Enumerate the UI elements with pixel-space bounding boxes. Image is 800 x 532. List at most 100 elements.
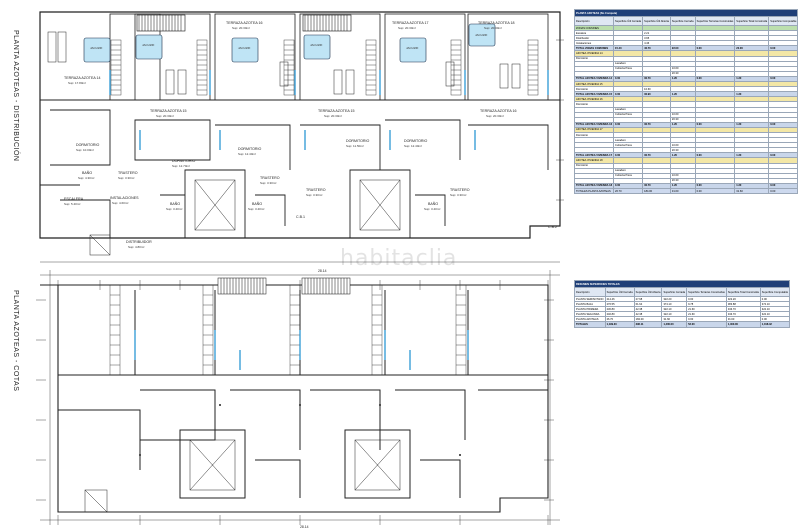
room-dormitorio-b: DORMITORIO xyxy=(172,159,195,163)
table-cell: 53.00 xyxy=(686,321,727,328)
room-terraza-17-area: Sup: 20.30m² xyxy=(398,26,416,30)
table-row: AZOTEA VIVIENDA 15 xyxy=(573,81,799,88)
room-dormitorio-c: DORMITORIO xyxy=(238,147,261,151)
room-labels: TERRAZA AZOTEA 14 Sup: 17.80m² TERRAZA A… xyxy=(64,21,557,249)
header-cell: Superficie Útil Abierta xyxy=(642,16,671,26)
label-cb1: C.B.1 xyxy=(296,215,305,219)
room-dormitorio-a-area: Sup: 10.00m² xyxy=(76,148,94,152)
bottom-plan xyxy=(36,270,560,525)
header-cell: Superficie Computable xyxy=(759,287,791,297)
table-header-row: Descripción Superficie Útil Cerrada Supe… xyxy=(573,16,799,26)
room-dormitorio-d: DORMITORIO xyxy=(346,139,369,143)
table-cell: 1,199.30 xyxy=(604,321,635,328)
header-cell: Superficie Computable xyxy=(768,16,799,26)
room-trastero-d: TRASTERO xyxy=(450,188,470,192)
table-cell: 184.00 xyxy=(642,187,671,195)
room-dormitorio-e-area: Sup: 12.40m² xyxy=(404,144,422,148)
room-terraza-15-area: Sup: 20.30m² xyxy=(156,114,174,118)
room-bano-b: BAÑO xyxy=(170,201,180,206)
table-cell: 31.60 xyxy=(669,187,696,195)
room-trastero-b-area: Sup: 3.30m² xyxy=(260,181,276,185)
room-instalaciones-area: Sup: 4.60m² xyxy=(112,201,128,205)
room-dormitorio-e: DORMITORIO xyxy=(404,139,427,143)
room-bano-a-area: Sup: 4.30m² xyxy=(78,176,94,180)
header-cell: Superficie Terrazas Construidas xyxy=(686,287,727,297)
room-trastero-b: TRASTERO xyxy=(260,176,280,180)
room-terraza-17: TERRAZA AZOTEA 17 xyxy=(392,21,429,25)
bottom-plan-total-dimension: 28.14 xyxy=(318,269,327,273)
header-cell: Superficie Cerrada xyxy=(661,287,688,297)
room-trastero-c-area: Sup: 3.30m² xyxy=(306,193,322,197)
room-bano-c: BAÑO xyxy=(252,201,262,206)
room-bano-d: BAÑO xyxy=(428,201,438,206)
header-cell: Superficie Total Construida xyxy=(734,16,770,26)
table-cell: 1,400.00 xyxy=(661,321,688,328)
table-cell: 0.00 xyxy=(694,187,736,195)
room-instalaciones: INSTALACIONES xyxy=(110,196,139,200)
surface-table-azoteas: PLANTA AZOTEAS (No Computa) Descripción … xyxy=(573,9,799,195)
room-terraza-14-area: Sup: 17.80m² xyxy=(68,81,86,85)
room-dormitorio-c-area: Sup: 12.40m² xyxy=(238,152,256,156)
top-plan xyxy=(39,11,564,263)
bottom-plan-base-dimension: 28.14 xyxy=(300,525,309,529)
table-row: Dormitorio xyxy=(573,162,799,169)
table-cell: 396.11 xyxy=(633,321,663,328)
room-terraza-16b-area: Sup: 20.30m² xyxy=(486,114,504,118)
jacuzzi-label-4: JACUZZI xyxy=(310,43,322,47)
room-trastero-d-area: Sup: 3.30m² xyxy=(450,193,466,197)
room-terraza-18: TERRAZA AZOTEA 18 xyxy=(478,21,515,25)
table-row: 20.30 xyxy=(573,147,799,154)
table-cell: 0.00 xyxy=(768,187,799,195)
room-terraza-15b: TERRAZA AZOTEA 15 xyxy=(318,109,355,113)
jacuzzi-label-2: JACUZZI xyxy=(142,43,154,47)
table-cell: TOTALES xyxy=(574,321,606,328)
table-row: Dormitorio xyxy=(573,101,799,108)
table-cell: TOTALES PLANTA AZOTEAS xyxy=(573,187,615,195)
watermark: habitaclia xyxy=(340,246,458,271)
room-dormitorio-a: DORMITORIO xyxy=(76,143,99,147)
table-cell: 31.60 xyxy=(734,187,770,195)
header-cell: Superficie Terrazas Construidas xyxy=(694,16,736,26)
header-cell: Superficie Útil Cerrada xyxy=(604,287,635,297)
jacuzzi-label-1: JACUZZI xyxy=(90,46,102,50)
header-cell: Superficie Útil Abierta xyxy=(633,287,663,297)
room-terraza-16-area: Sup: 20.30m² xyxy=(232,26,250,30)
room-terraza-15b-area: Sup: 20.30m² xyxy=(324,114,342,118)
table-title: PLANTA AZOTEAS (No Computa) xyxy=(573,9,799,17)
room-escalera: ESCALERA xyxy=(64,197,84,201)
table-cell: 1,018.42 xyxy=(759,321,791,328)
header-cell: Superficie Útil Cerrada xyxy=(613,16,644,26)
room-terraza-15: TERRAZA AZOTEA 15 xyxy=(150,109,187,113)
table-row: AZOTEA VIVIENDA 17 xyxy=(573,126,799,133)
table-row: Lavadero xyxy=(573,60,799,67)
room-bano-b-area: Sup: 3.40m² xyxy=(166,207,182,211)
room-bano-c-area: Sup: 3.40m² xyxy=(248,207,264,211)
room-distribuidor: DISTRIBUIDOR xyxy=(126,240,152,244)
table-row: AZOTEA VIVIENDA 18 xyxy=(573,157,799,164)
room-dormitorio-d-area: Sup: 11.50m² xyxy=(346,144,364,148)
room-trastero-c: TRASTERO xyxy=(306,188,326,192)
header-cell: Superficie Total Construida xyxy=(725,287,761,297)
room-escalera-area: Sup: 5.40m² xyxy=(64,202,80,206)
table-title: RESUMEN SUPERFICIES TOTALES xyxy=(573,280,791,288)
room-dormitorio-b-area: Sup: 12.70m² xyxy=(172,164,190,168)
jacuzzi-label-6: JACUZZI xyxy=(475,33,487,37)
room-bano-d-area: Sup: 3.40m² xyxy=(424,207,440,211)
header-cell: Descripción xyxy=(573,16,615,26)
surface-summary-table: RESUMEN SUPERFICIES TOTALES Descripción … xyxy=(573,280,791,328)
jacuzzi-label-5: JACUZZI xyxy=(406,46,418,50)
table-cell: 1,400.00 xyxy=(725,321,761,328)
room-terraza-16: TERRAZA AZOTEA 16 xyxy=(226,21,263,25)
label-cb2: C.B.2 xyxy=(548,225,557,229)
